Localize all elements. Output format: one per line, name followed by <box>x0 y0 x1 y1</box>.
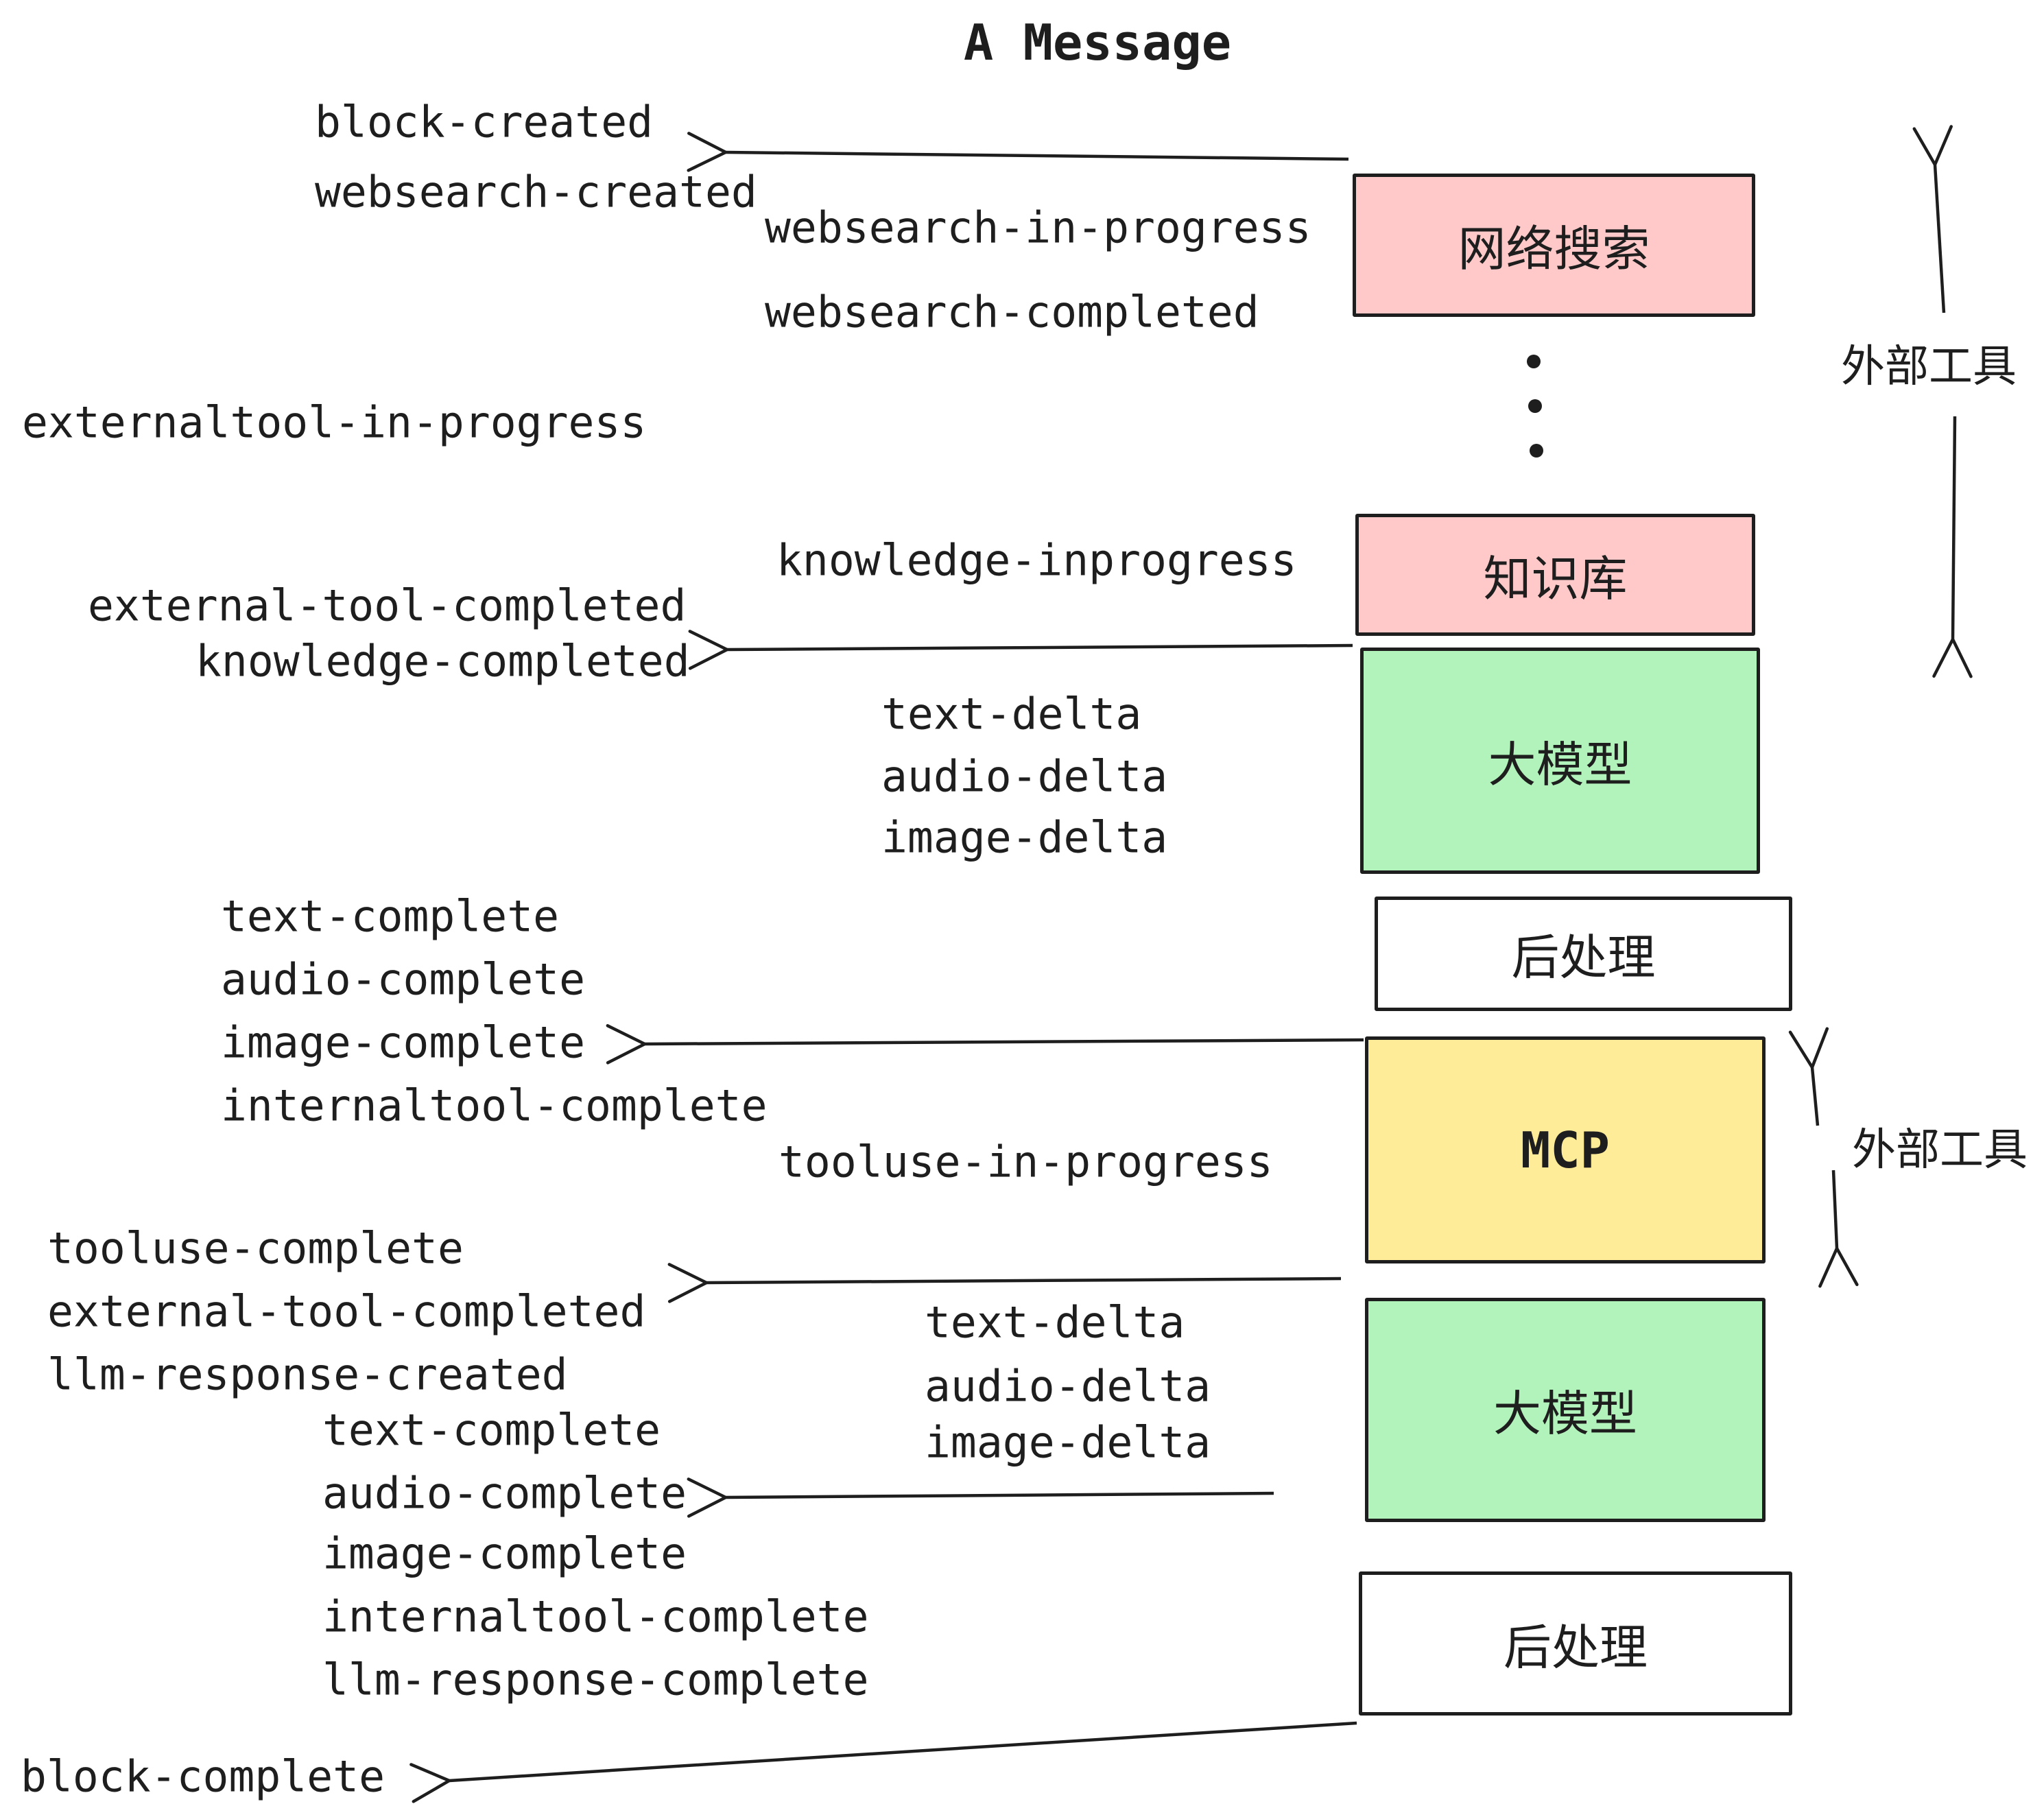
event-label-websearch-completed: websearch-completed <box>765 287 1259 337</box>
diagram-title: A Message <box>963 14 1232 71</box>
external-tools-annotation-top: 外部工具 <box>1841 342 2017 392</box>
event-label-knowledge-completed: knowledge-completed <box>195 636 690 687</box>
event-label-audio-complete-2: audio-complete <box>322 1468 687 1519</box>
event-label-llm-response-created: llm-response-created <box>47 1349 568 1400</box>
external-tools-up-arrow <box>1912 125 1953 313</box>
event-label-tooluse-complete: tooluse-complete <box>47 1223 464 1274</box>
ellipsis-dots <box>1527 355 1543 458</box>
external-tools-annotation-mcp: 外部工具 <box>1852 1125 2028 1176</box>
event-label-internaltool-complete-2: internaltool-complete <box>322 1591 869 1642</box>
box-llm-1-label: 大模型 <box>1488 736 1632 793</box>
event-label-image-delta-1: image-delta <box>881 812 1168 863</box>
box-postprocess-2: 后处理 <box>1359 1571 1792 1716</box>
event-label-internaltool-complete-1: internaltool-complete <box>221 1080 768 1131</box>
mcp-external-tools-down-arrow <box>1818 1170 1859 1288</box>
event-label-tooluse-in-progress: tooluse-in-progress <box>779 1137 1273 1187</box>
box-llm-2: 大模型 <box>1365 1298 1766 1522</box>
event-label-external-tool-completed-1: external-tool-completed <box>88 580 687 631</box>
event-label-block-complete: block-complete <box>21 1751 385 1802</box>
event-label-external-tool-completed-2: external-tool-completed <box>47 1286 646 1337</box>
box-mcp-label: MCP <box>1520 1121 1611 1179</box>
event-label-audio-complete-1: audio-complete <box>221 954 586 1005</box>
event-label-externaltool-in-progress: externaltool-in-progress <box>22 397 647 448</box>
event-label-image-complete-2: image-complete <box>322 1528 687 1579</box>
event-label-image-delta-2: image-delta <box>925 1417 1211 1468</box>
event-label-audio-delta-2: audio-delta <box>925 1361 1211 1412</box>
event-label-block-created: block-created <box>315 97 654 147</box>
event-label-llm-response-complete: llm-response-complete <box>322 1654 869 1705</box>
event-label-text-delta-1: text-delta <box>881 689 1142 739</box>
event-label-text-delta-2: text-delta <box>925 1297 1185 1348</box>
arrow-image-complete <box>606 1024 1364 1065</box>
event-label-knowledge-inprogress: knowledge-inprogress <box>776 535 1297 586</box>
box-llm-2-label: 大模型 <box>1493 1386 1637 1442</box>
arrow-audio-complete <box>687 1477 1274 1518</box>
arrow-tooluse-complete <box>667 1263 1342 1303</box>
box-websearch-label: 网络搜索 <box>1458 221 1650 277</box>
box-postprocess-2-label: 后处理 <box>1504 1619 1648 1676</box>
arrow-block-complete <box>409 1721 1357 1803</box>
box-mcp: MCP <box>1365 1036 1766 1263</box>
event-label-image-complete-1: image-complete <box>221 1017 586 1068</box>
external-tools-down-arrow <box>1932 416 1973 678</box>
box-knowledge: 知识库 <box>1355 514 1755 636</box>
event-label-audio-delta-1: audio-delta <box>881 751 1168 802</box>
box-knowledge-label: 知识库 <box>1483 550 1628 607</box>
box-websearch: 网络搜索 <box>1353 174 1755 317</box>
box-postprocess-1-label: 后处理 <box>1511 929 1656 986</box>
arrow-knowledge-completed <box>688 630 1353 670</box>
event-label-websearch-created: websearch-created <box>315 167 757 217</box>
event-label-websearch-in-progress: websearch-in-progress <box>765 202 1311 253</box>
box-llm-1: 大模型 <box>1360 648 1760 874</box>
mcp-external-tools-up-arrow <box>1788 1027 1829 1126</box>
event-label-text-complete-2: text-complete <box>322 1405 661 1456</box>
event-label-text-complete-1: text-complete <box>221 891 560 942</box>
box-postprocess-1: 后处理 <box>1375 897 1792 1011</box>
arrow-block-created <box>687 132 1349 172</box>
